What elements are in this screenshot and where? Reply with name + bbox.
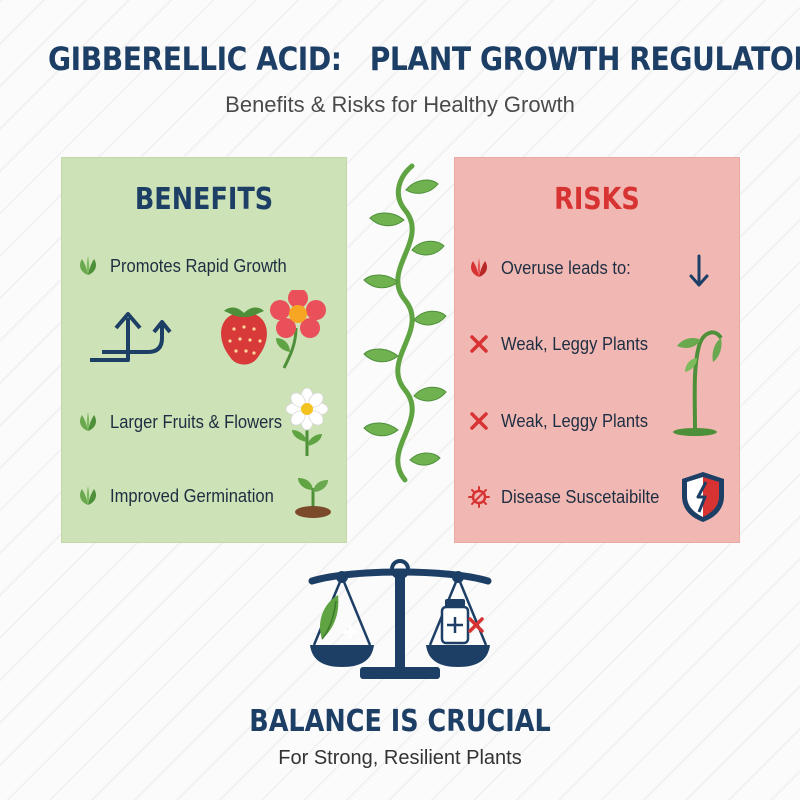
shield-icon [682, 472, 724, 522]
virus-icon [467, 486, 491, 508]
page-title: GIBBERELLIC ACID: PLANT GROWTH REGULATOR [48, 40, 800, 78]
benefit-item-rapid-growth: Promotes Rapid Growth [76, 255, 302, 277]
benefit-item-larger-fruits: Larger Fruits & Flowers [76, 411, 297, 433]
risk-label: Weak, Leggy Plants [501, 410, 648, 431]
leaf-icon [76, 255, 100, 277]
risk-label: Overuse leads to: [501, 257, 631, 278]
footer-subtitle: For Strong, Resilient Plants [278, 747, 522, 769]
benefit-item-germination: Improved Germination [76, 485, 288, 507]
benefit-label: Larger Fruits & Flowers [110, 411, 283, 432]
red-leaf-icon [467, 257, 491, 279]
risk-label: Disease Suscetaibilte [501, 486, 660, 507]
leaf-icon [76, 485, 100, 507]
leaf-icon [76, 411, 100, 433]
risks-panel: RISKS Overuse leads to: Weak, Leggy Plan… [454, 157, 740, 543]
wilting-plant-icon [673, 330, 723, 436]
red-flower-icon [270, 290, 326, 369]
growth-arrows-icon [90, 312, 172, 362]
strawberry-icon [221, 307, 267, 365]
benefit-label: Promotes Rapid Growth [110, 255, 287, 276]
risk-item-disease: Disease Suscetaibilte [467, 486, 673, 508]
risks-title: RISKS [554, 182, 640, 217]
benefits-title: BENEFITS [134, 182, 274, 217]
footer-title: BALANCE IS CRUCIAL [249, 704, 551, 739]
balance-scale-icon [308, 559, 492, 679]
page-subtitle: Benefits & Risks for Healthy Growth [225, 92, 575, 117]
risk-item-weak-plants-2: Weak, Leggy Plants [467, 410, 661, 432]
vine-icon [363, 163, 447, 483]
seedling-icon [295, 478, 331, 518]
risk-item-overuse: Overuse leads to: [467, 257, 642, 279]
x-icon [467, 410, 491, 432]
x-icon [467, 333, 491, 355]
daisy-icon [285, 388, 329, 456]
benefits-panel: BENEFITS Promotes Rapid Growth [61, 157, 347, 543]
benefit-label: Improved Germination [110, 485, 274, 506]
risk-label: Weak, Leggy Plants [501, 333, 648, 354]
down-arrow-icon [689, 254, 709, 287]
risk-item-weak-plants-1: Weak, Leggy Plants [467, 333, 661, 355]
